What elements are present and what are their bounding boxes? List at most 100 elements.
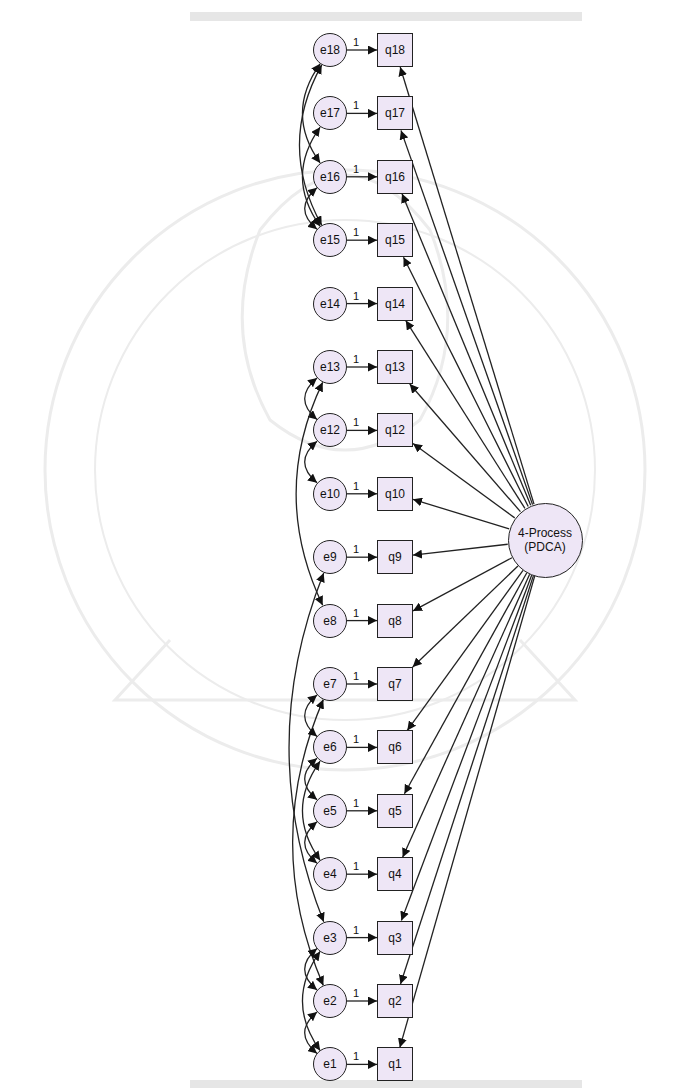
node-label: e2 (323, 994, 336, 1008)
loading-label: 1 (353, 290, 359, 302)
error-circle: e3 (313, 921, 347, 955)
path-arrow (347, 49, 377, 50)
covariance-arrow (305, 758, 317, 799)
path-arrow (347, 493, 377, 494)
watermark-seal (45, 170, 645, 770)
node-label: e15 (320, 233, 340, 247)
loading-label: 1 (353, 163, 359, 175)
observed-box: q9 (377, 540, 413, 574)
error-circle: e7 (313, 667, 347, 701)
loading-label: 1 (353, 1050, 359, 1062)
loading-label: 1 (353, 36, 359, 48)
path-arrow (347, 113, 377, 114)
seal-figure (242, 175, 448, 450)
observed-box: q2 (377, 984, 413, 1018)
covariance-arrow (305, 1012, 317, 1053)
loading-label: 1 (353, 416, 359, 428)
error-circle: e4 (313, 857, 347, 891)
node-label: q1 (388, 1057, 401, 1071)
error-circle: e17 (313, 96, 347, 130)
path-arrow (347, 1064, 377, 1065)
loading-label: 1 (353, 607, 359, 619)
node-label: q16 (385, 170, 405, 184)
path-arrow (401, 575, 531, 921)
loading-label: 1 (353, 924, 359, 936)
path-arrow (347, 620, 377, 621)
observed-box: q6 (377, 730, 413, 764)
node-label: q18 (385, 43, 405, 57)
path-arrow (400, 576, 535, 1047)
error-circle: e12 (313, 413, 347, 447)
node-label: e10 (320, 487, 340, 501)
path-arrow (347, 683, 377, 684)
seal-banner (115, 640, 575, 700)
observed-box: q3 (377, 921, 413, 955)
loading-label: 1 (353, 480, 359, 492)
error-circle: e10 (313, 477, 347, 511)
error-circle: e5 (313, 794, 347, 828)
error-circle: e2 (313, 984, 347, 1018)
node-label: q12 (385, 423, 405, 437)
observed-box: q1 (377, 1047, 413, 1081)
path-arrow (347, 810, 377, 811)
latent-circle: 4-Process (PDCA) (508, 503, 583, 578)
error-circle: e14 (313, 287, 347, 321)
node-label: e18 (320, 43, 340, 57)
node-label: e6 (323, 740, 336, 754)
node-label: q9 (388, 550, 401, 564)
observed-box: q13 (377, 350, 413, 384)
covariance-arrow (305, 441, 317, 482)
observed-box: q17 (377, 96, 413, 130)
error-circle: e1 (313, 1047, 347, 1081)
node-label: e1 (323, 1057, 336, 1071)
observed-box: q5 (377, 794, 413, 828)
node-label: e3 (323, 931, 336, 945)
node-label: q6 (388, 740, 401, 754)
path-arrow (406, 321, 525, 509)
observed-box: q18 (377, 33, 413, 67)
observed-box: q4 (377, 857, 413, 891)
error-circle: e13 (313, 350, 347, 384)
node-label: e13 (320, 360, 340, 374)
node-label: e17 (320, 106, 340, 120)
path-arrow (404, 573, 526, 794)
covariance-arrow (305, 188, 317, 229)
path-arrow (413, 558, 512, 611)
error-circle: e8 (313, 604, 347, 638)
path-arrow (347, 240, 377, 241)
path-arrow (347, 1000, 377, 1001)
path-arrow (347, 937, 377, 938)
seal-ring (45, 170, 645, 770)
node-label: e14 (320, 297, 340, 311)
path-arrow (347, 303, 377, 304)
covariance-arrow (305, 949, 317, 990)
node-label: q14 (385, 297, 405, 311)
loading-label: 1 (353, 987, 359, 999)
path-arrow (347, 366, 377, 367)
observed-box: q7 (377, 667, 413, 701)
observed-box: q10 (377, 477, 413, 511)
error-circle: e9 (313, 540, 347, 574)
error-circle: e16 (313, 160, 347, 194)
node-label: e4 (323, 867, 336, 881)
loading-label: 1 (353, 99, 359, 111)
loading-label: 1 (353, 226, 359, 238)
observed-box: q8 (377, 604, 413, 638)
observed-box: q14 (377, 287, 413, 321)
node-label: q7 (388, 677, 401, 691)
path-arrow (347, 176, 377, 177)
path-arrow (347, 747, 377, 748)
loading-label: 1 (353, 353, 359, 365)
path-arrow (347, 557, 377, 558)
loading-label: 1 (353, 860, 359, 872)
covariance-arrow (305, 695, 317, 736)
node-label: q5 (388, 804, 401, 818)
loading-label: 1 (353, 797, 359, 809)
node-label: q3 (388, 931, 401, 945)
node-label: q15 (385, 233, 405, 247)
path-arrow (347, 430, 377, 431)
top-band (190, 12, 582, 21)
path-arrow (402, 194, 531, 506)
observed-box: q16 (377, 160, 413, 194)
